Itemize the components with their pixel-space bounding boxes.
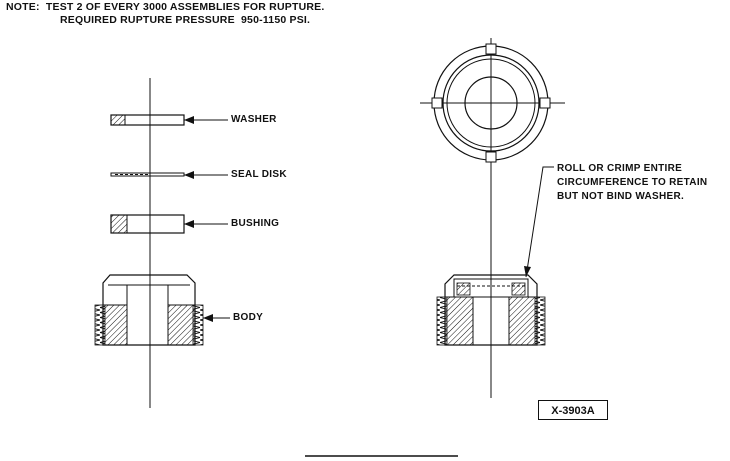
note-line-1: NOTE: TEST 2 OF EVERY 3000 ASSEMBLIES FO… xyxy=(6,1,325,13)
note-text: NOTE: TEST 2 OF EVERY 3000 ASSEMBLIES FO… xyxy=(6,1,324,27)
bushing-part xyxy=(110,214,228,234)
washer-part xyxy=(110,114,228,126)
bushing-label: BUSHING xyxy=(231,218,280,229)
figure-id-box: X-3903A xyxy=(538,400,608,420)
body-label: BODY xyxy=(233,312,264,323)
note-line-2: REQUIRED RUPTURE PRESSURE 950-1150 PSI. xyxy=(60,14,311,26)
top-view xyxy=(431,43,551,163)
assembled-body xyxy=(436,274,546,346)
seal-disk-label: SEAL DISK xyxy=(231,169,287,180)
crimp-note: ROLL OR CRIMP ENTIRE CIRCUMFERENCE TO RE… xyxy=(557,162,707,204)
body-part xyxy=(94,274,230,346)
crimp-note-line-2: CIRCUMFERENCE TO RETAIN xyxy=(557,177,708,188)
washer-label: WASHER xyxy=(231,114,277,125)
crimp-note-line-1: ROLL OR CRIMP ENTIRE xyxy=(557,163,683,174)
crimp-note-line-3: BUT NOT BIND WASHER. xyxy=(557,191,685,202)
seal-disk-part xyxy=(110,171,228,179)
crimp-leader xyxy=(525,166,554,278)
